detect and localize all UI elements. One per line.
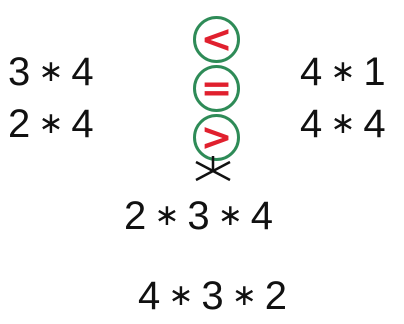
multiply-operator: ∗ <box>330 107 356 140</box>
left-expression-2: 2∗4 <box>8 104 94 144</box>
operand: 1 <box>363 50 386 94</box>
operand: 3 <box>8 50 31 94</box>
operand: 4 <box>71 50 94 94</box>
multiply-operator: ∗ <box>38 107 64 140</box>
operand: 4 <box>300 50 323 94</box>
equal-button[interactable]: = <box>193 65 240 112</box>
multiply-operator: ∗ <box>231 279 257 312</box>
operand: 4 <box>363 102 386 146</box>
comparison-symbol-stack: < = > <box>186 16 242 186</box>
operand: 2 <box>264 274 288 318</box>
less-than-button[interactable]: < <box>193 16 240 63</box>
multiply-operator: ∗ <box>38 55 64 88</box>
multiply-operator: ∗ <box>168 279 194 312</box>
multiply-operator: ∗ <box>154 199 180 232</box>
operand: 3 <box>201 274 224 318</box>
bottom-expression-2: 4∗3∗2 <box>138 276 287 316</box>
greater-than-button[interactable]: > <box>193 114 240 161</box>
operand: 3 <box>187 194 210 238</box>
operand: 2 <box>8 102 31 146</box>
operand: 4 <box>138 274 161 318</box>
left-expression-1: 3∗4 <box>8 52 94 92</box>
operand: 4 <box>250 194 274 238</box>
stand-icon <box>195 156 231 182</box>
operand: 4 <box>300 102 323 146</box>
right-expression-2: 4∗4 <box>300 104 386 144</box>
bottom-expression-1: 2∗3∗4 <box>124 196 273 236</box>
right-expression-1: 4∗1 <box>300 52 386 92</box>
operand: 2 <box>124 194 147 238</box>
multiply-operator: ∗ <box>217 199 243 232</box>
multiply-operator: ∗ <box>330 55 356 88</box>
operand: 4 <box>71 102 94 146</box>
